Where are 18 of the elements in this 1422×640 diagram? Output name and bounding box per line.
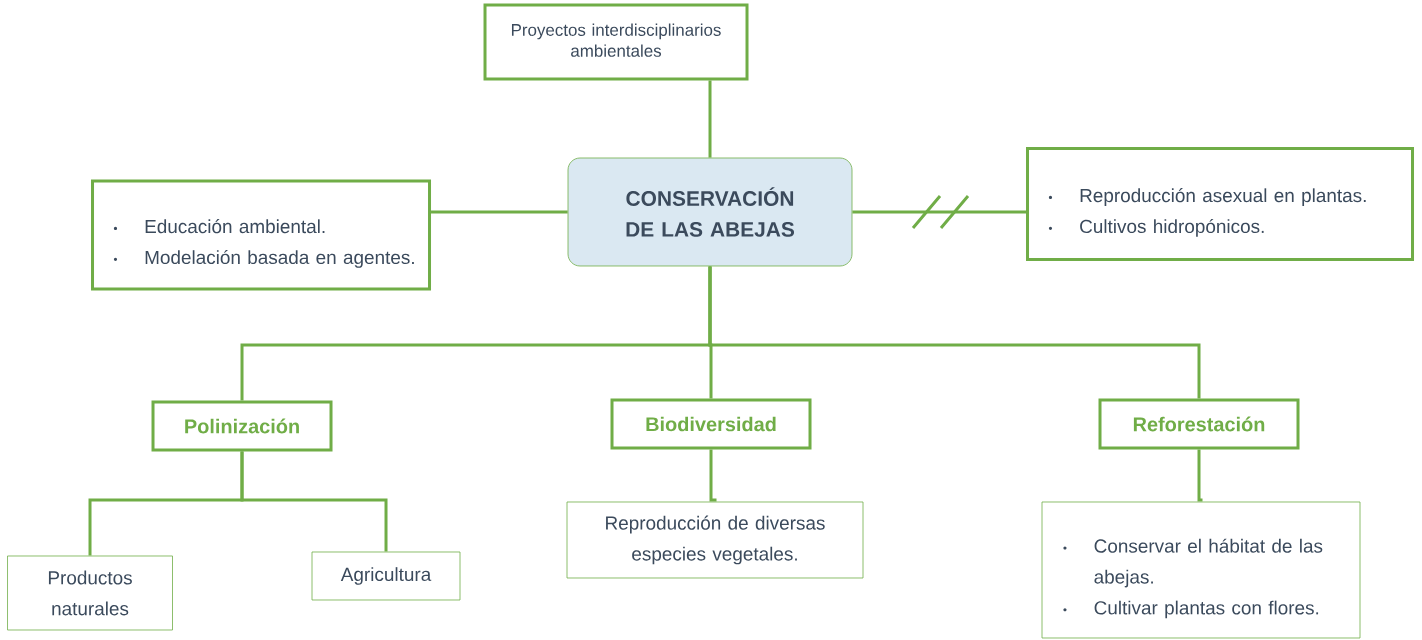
connector-line (709, 449, 717, 503)
category-box: Biodiversidad (610, 398, 812, 450)
topic-box: Agricultura (311, 551, 461, 601)
category-box: Reforestación (1098, 398, 1300, 450)
central-topic-box: CONSERVACIÓN DE LAS ABEJAS (567, 157, 853, 267)
connector-line (431, 210, 568, 214)
topic-box: Reproducción de diversas especies vegetales. (566, 501, 864, 579)
category-box: Polinización (151, 400, 333, 452)
bullet-list-box: Conservar el hábitat de las abejas. Cultivar plantas con flores. (1041, 501, 1361, 639)
connector-line (708, 266, 1201, 399)
connector-line (1197, 449, 1203, 503)
bullet-list-box: Reproducción asexual en plantas. Cultivos hidropónicos. (1026, 147, 1414, 261)
topic-box: Productos naturales (7, 555, 173, 631)
connector-line (240, 451, 388, 552)
connector-line (708, 80, 712, 158)
connector-line (852, 210, 1026, 214)
bullet-list-box: Educación ambiental. Modelación basada en agentes. (91, 179, 431, 291)
topic-box: Proyectos interdisciplinarios ambientales (483, 3, 749, 81)
